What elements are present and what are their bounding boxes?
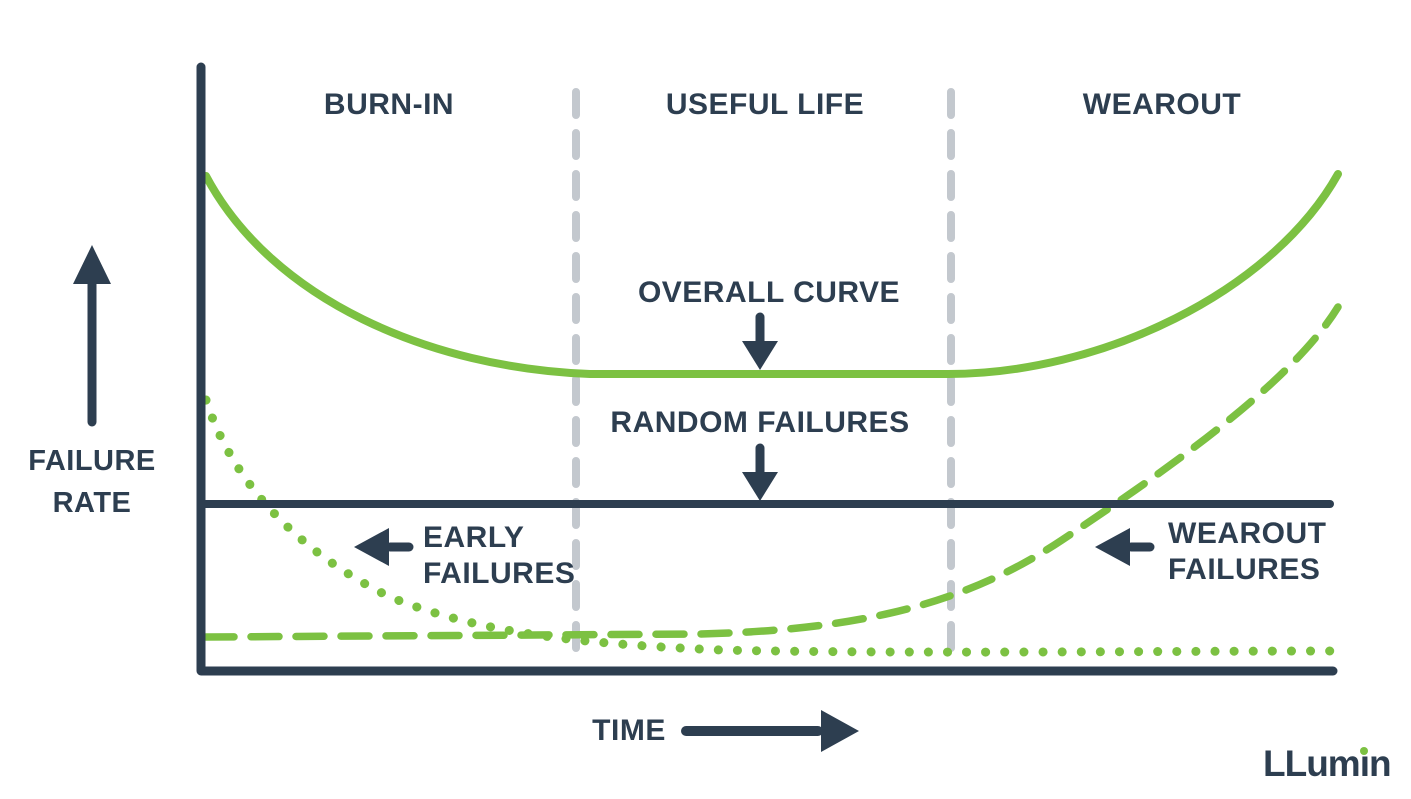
wearout-failures-label: WEAROUT FAILURES [1168,516,1326,588]
wearout-failures-curve [202,303,1342,641]
wearout-failures-label-line1: WEAROUT [1168,517,1327,550]
random-failures-label: RANDOM FAILURES [610,406,910,439]
logo-letter-i: ı [1359,743,1370,784]
overall-curve-down-arrow-icon [742,312,778,370]
overall-curve-label: OVERALL CURVE [637,276,901,309]
logo-text-prefix: LLum [1263,743,1361,784]
axes-lines [196,62,1338,676]
wearout-failures-left-arrow-icon [1095,528,1155,566]
y-axis-label-line1: FAILURE [28,445,156,477]
x-axis-label-time: TIME [592,714,666,747]
logo-i-green-dot-icon [1360,747,1369,755]
y-axis-label-line2: RATE [52,487,132,519]
random-failures-down-arrow-icon [742,443,778,501]
y-axis-label-failure-rate: FAILURE RATE [28,440,156,524]
early-failures-label-line1: EARLY [423,521,525,554]
early-failures-label: EARLY FAILURES [423,520,575,592]
phase-label-useful-life: USEFUL LIFE [665,88,865,121]
overall-curve [202,170,1342,379]
early-failures-label-line2: FAILURES [423,557,576,590]
failure-rate-up-arrow-icon [73,245,111,427]
time-right-arrow-icon [681,710,859,752]
logo-text-suffix: n [1368,743,1392,784]
phase-label-burn-in: BURN-IN [323,88,455,121]
wearout-failures-label-line2: FAILURES [1168,553,1321,586]
phase-label-wearout: WEAROUT [1082,88,1242,121]
early-failures-left-arrow-icon [354,528,414,566]
logo-i-stem: ı [1359,743,1370,784]
